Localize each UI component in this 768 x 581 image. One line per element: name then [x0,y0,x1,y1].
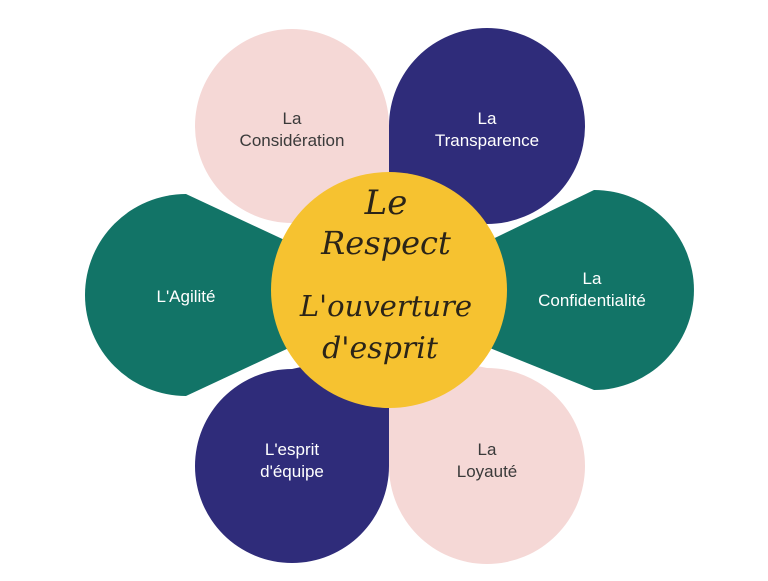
petal-confidentialite-shape [470,190,694,390]
petal-confidentialite-line2: Confidentialité [538,291,646,310]
center-line3: L'ouverture [299,289,472,323]
petal-agilite-shape [85,194,306,396]
petal-esprit-equipe: L'esprit d'équipe [195,348,389,563]
petal-agilite-line1: L'Agilité [156,287,215,306]
petal-consideration-line2: Considération [240,131,345,150]
center-circle-shape [271,172,507,408]
petal-esprit-equipe-line2: d'équipe [260,462,324,481]
petal-confidentialite-line1: La [583,269,602,288]
petal-esprit-equipe-line1: L'esprit [265,440,320,459]
center-line1: Le [364,183,408,223]
center-line4: d'esprit [322,331,439,366]
petal-consideration-line1: La [283,109,302,128]
petal-transparence-line2: Transparence [435,131,539,150]
petal-agilite: L'Agilité [85,194,306,396]
petal-loyaute-shape [389,348,585,564]
center-line2: Respect [320,224,451,262]
petal-confidentialite: La Confidentialité [470,190,694,390]
petal-loyaute-line2: Loyauté [457,462,518,481]
petal-loyaute: La Loyauté [389,348,585,564]
petal-transparence-line1: La [478,109,497,128]
petal-loyaute-line1: La [478,440,497,459]
petal-esprit-equipe-shape [195,348,389,563]
center-circle: Le Respect L'ouverture d'esprit [271,172,507,408]
